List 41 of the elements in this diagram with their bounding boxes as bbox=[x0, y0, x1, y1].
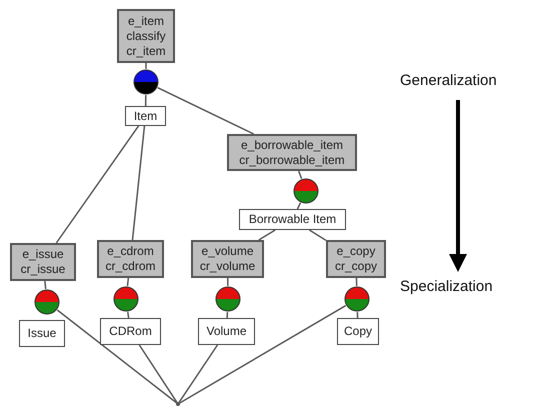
class-label: Item bbox=[125, 106, 166, 126]
stage-label: Generalization bbox=[400, 72, 497, 89]
connector-line bbox=[132, 126, 146, 240]
class-label: CDRom bbox=[100, 318, 161, 345]
connector-line bbox=[178, 344, 218, 403]
class-label: Copy bbox=[337, 318, 379, 345]
connector-line bbox=[258, 229, 276, 241]
connector-line bbox=[56, 126, 140, 244]
connector-line bbox=[56, 309, 177, 404]
method-box: e_copy cr_copy bbox=[326, 240, 386, 278]
connector-line bbox=[126, 278, 130, 286]
method-box: e_item classify cr_item bbox=[117, 9, 175, 63]
class-label: Borrowable Item bbox=[239, 209, 346, 230]
connector-line bbox=[179, 304, 346, 404]
connector-line bbox=[44, 280, 46, 290]
connector-line bbox=[145, 63, 147, 69]
state-circle bbox=[113, 286, 139, 312]
connector-line bbox=[227, 278, 229, 286]
state-circle bbox=[215, 286, 241, 312]
state-circle bbox=[344, 286, 370, 312]
connector-line bbox=[308, 229, 326, 241]
connector-line bbox=[356, 312, 358, 318]
connector-line bbox=[157, 86, 254, 135]
stage-label: Specialization bbox=[400, 278, 493, 295]
connector-line bbox=[138, 344, 178, 403]
method-box: e_volume cr_volume bbox=[191, 240, 264, 278]
connector-line bbox=[296, 202, 302, 210]
junction-point bbox=[176, 402, 180, 406]
connector-line bbox=[356, 278, 358, 286]
method-box: e_cdrom cr_cdrom bbox=[97, 240, 164, 278]
connector-line bbox=[127, 312, 130, 318]
method-box: e_issue cr_issue bbox=[10, 243, 76, 281]
class-label: Volume bbox=[198, 318, 255, 345]
class-label: Issue bbox=[19, 320, 65, 347]
state-circle bbox=[34, 289, 60, 315]
state-circle bbox=[293, 178, 319, 204]
state-circle bbox=[133, 69, 159, 95]
connector-line bbox=[144, 94, 147, 106]
connector-line bbox=[298, 170, 302, 180]
connector-line bbox=[226, 312, 228, 318]
method-box: e_borrowable_item cr_borrowable_item bbox=[227, 134, 357, 171]
